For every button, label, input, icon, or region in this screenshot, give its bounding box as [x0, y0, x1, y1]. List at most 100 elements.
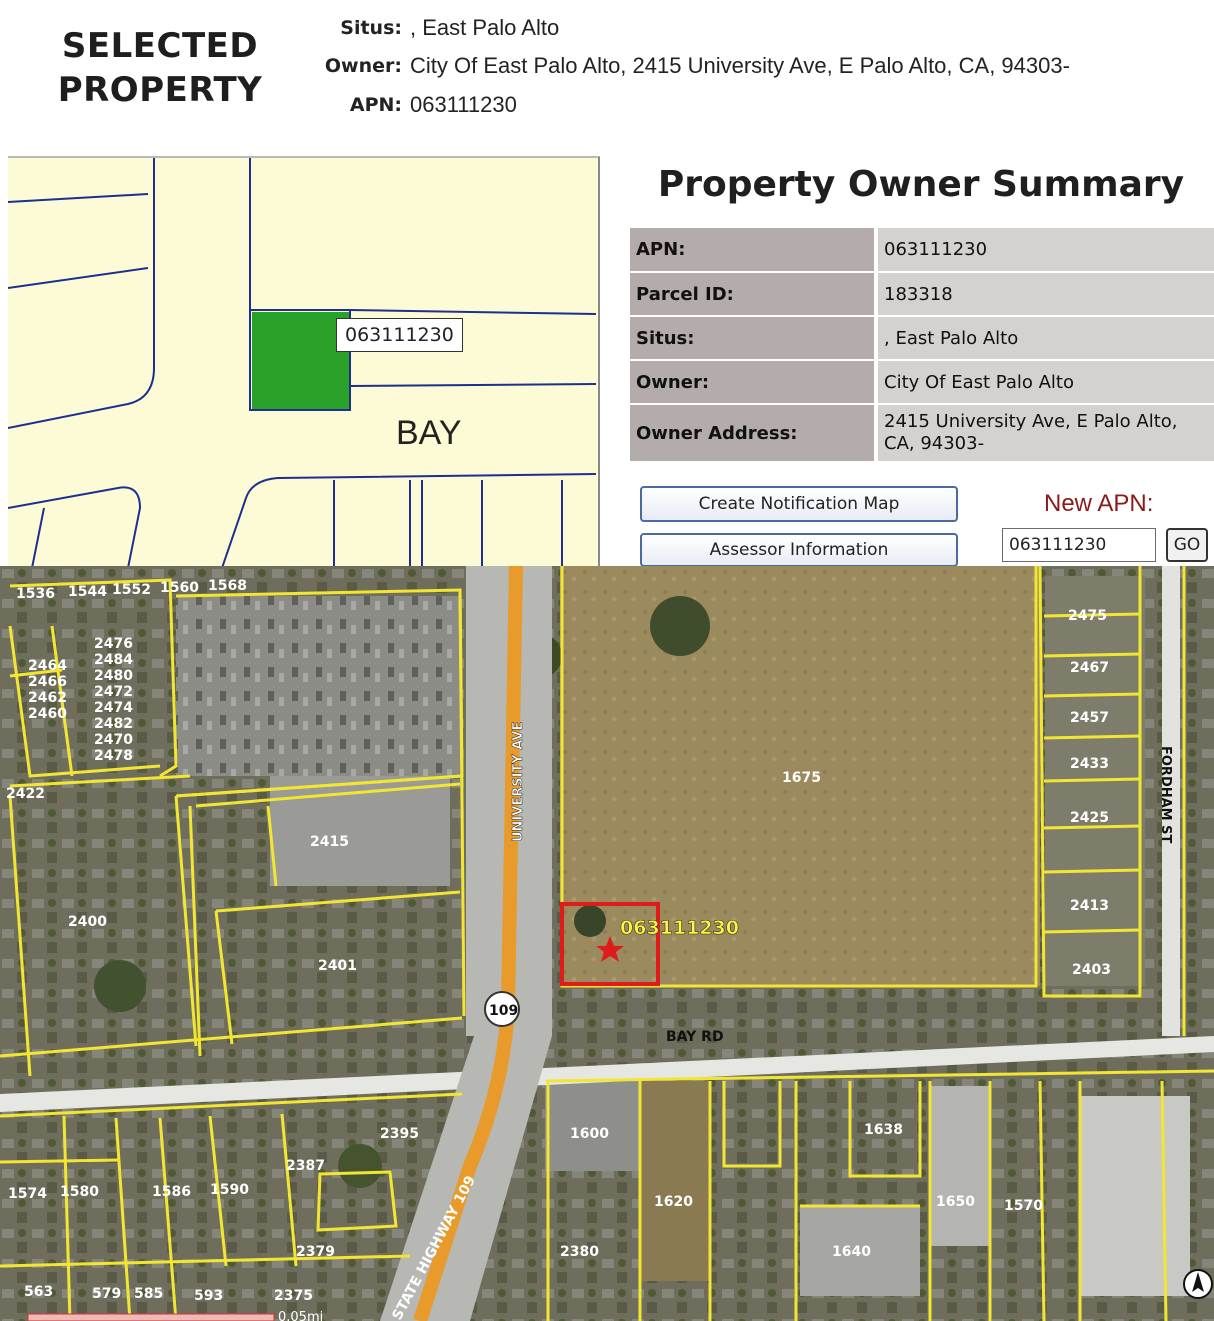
summary-label: APN: — [630, 228, 878, 273]
address-label: 2457 — [1070, 710, 1109, 726]
selected-parcel — [252, 312, 349, 409]
address-label: 2462 — [28, 690, 67, 706]
address-label: 2478 — [94, 748, 133, 764]
address-label: 2425 — [1070, 810, 1109, 826]
summary-title: Property Owner Summary — [657, 164, 1185, 205]
address-label: 1590 — [210, 1182, 249, 1198]
situs-value: , East Palo Alto — [410, 15, 560, 40]
summary-label: Owner Address: — [630, 404, 878, 463]
address-label: 2474 — [94, 700, 133, 716]
address-label: 2464 — [28, 658, 67, 674]
address-label: 593 — [194, 1288, 223, 1304]
summary-label: Parcel ID: — [630, 272, 878, 317]
address-label: 2433 — [1070, 756, 1109, 772]
summary-label: Situs: — [630, 316, 878, 361]
address-label: 2482 — [94, 716, 133, 732]
address-label: 2380 — [560, 1244, 599, 1260]
address-label: 1580 — [60, 1184, 99, 1200]
address-label: 1640 — [832, 1244, 871, 1260]
street-label-bay: BAY RD — [666, 1029, 724, 1045]
summary-value: 2415 University Ave, E Palo Alto, CA, 94… — [876, 404, 1214, 463]
apn-row: APN: 063111230 — [310, 91, 517, 119]
assessor-information-button[interactable]: Assessor Information — [640, 533, 958, 567]
selected-parcel-outline — [560, 902, 660, 986]
title-line-1: SELECTED — [61, 26, 259, 66]
address-label: 2470 — [94, 732, 133, 748]
address-label: 2375 — [274, 1288, 313, 1304]
situs-label: Situs: — [340, 17, 402, 39]
address-label: 2460 — [28, 706, 67, 722]
address-label: 579 — [92, 1286, 121, 1302]
address-label: 2401 — [318, 958, 357, 974]
address-label: 2422 — [6, 786, 45, 802]
address-label: 1600 — [570, 1126, 609, 1142]
scale-bar — [27, 1313, 275, 1321]
street-label-fordham: FORDHAM ST — [1158, 746, 1173, 843]
new-apn-input[interactable] — [1002, 528, 1156, 562]
selected-apn-label: 063111230 — [620, 917, 739, 939]
address-label: 1650 — [936, 1194, 975, 1210]
summary-table: APN: 063111230 Parcel ID: 183318 Situs: … — [630, 228, 1214, 463]
street-label-university: UNIVERSITY AVE — [511, 722, 526, 842]
address-label: 2476 — [94, 636, 133, 652]
go-button[interactable]: GO — [1166, 528, 1208, 562]
route-shield-icon — [484, 991, 520, 1027]
address-label: 2395 — [380, 1126, 419, 1142]
address-label: 2472 — [94, 684, 133, 700]
apn-value: 063111230 — [410, 92, 517, 117]
address-label: 2467 — [1070, 660, 1109, 676]
owner-label: Owner: — [324, 55, 402, 77]
address-label: 1536 — [16, 586, 55, 602]
new-apn-label: New APN: — [1044, 490, 1154, 517]
owner-value: City Of East Palo Alto, 2415 University … — [410, 53, 1070, 78]
aerial-map[interactable]: 1536 1544 1552 1560 1568 2476 2484 2480 … — [0, 566, 1214, 1321]
parcel-lines — [8, 158, 597, 566]
apn-callout: 063111230 — [336, 318, 463, 352]
summary-value: City Of East Palo Alto — [876, 360, 1214, 405]
scale-label: 0.05mi — [278, 1310, 323, 1321]
selected-star-icon — [596, 936, 624, 962]
summary-row-situs: Situs: , East Palo Alto — [630, 316, 1214, 361]
apn-label: APN: — [349, 94, 402, 116]
address-label: 1675 — [782, 770, 821, 786]
selected-property-title: SELECTED PROPERTY — [40, 24, 280, 112]
address-label: 1560 — [160, 580, 199, 596]
highway-label: STATE HIGHWAY 109 — [389, 1173, 479, 1321]
address-label: 585 — [134, 1286, 163, 1302]
address-label: 2466 — [28, 674, 67, 690]
address-label: 2413 — [1070, 898, 1109, 914]
address-label: 1586 — [152, 1184, 191, 1200]
summary-row-owner: Owner: City Of East Palo Alto — [630, 360, 1214, 405]
address-label: 1552 — [112, 582, 151, 598]
summary-label: Owner: — [630, 360, 878, 405]
parcel-sketch-map[interactable]: 063111230 BAY — [8, 156, 600, 566]
address-label: 2400 — [68, 914, 107, 930]
road-label-bay: BAY — [396, 414, 462, 452]
address-label: 2415 — [310, 834, 349, 850]
summary-value: , East Palo Alto — [876, 316, 1214, 361]
address-label: 2379 — [296, 1244, 335, 1260]
situs-row: Situs: , East Palo Alto — [310, 14, 559, 42]
address-label: 2475 — [1068, 608, 1107, 624]
address-label: 1570 — [1004, 1198, 1043, 1214]
address-label: 563 — [24, 1284, 53, 1300]
summary-row-owner-address: Owner Address: 2415 University Ave, E Pa… — [630, 404, 1214, 463]
aerial-map-canvas — [0, 566, 1214, 1321]
address-label: 1620 — [654, 1194, 693, 1210]
title-line-2: PROPERTY — [57, 70, 263, 110]
address-label: 1568 — [208, 578, 247, 594]
create-notification-map-button[interactable]: Create Notification Map — [640, 486, 958, 522]
address-label: 1544 — [68, 584, 107, 600]
address-label: 2403 — [1072, 962, 1111, 978]
owner-row: Owner: City Of East Palo Alto, 2415 Univ… — [310, 52, 1070, 80]
address-label: 2484 — [94, 652, 133, 668]
address-label: 2387 — [286, 1158, 325, 1174]
summary-row-apn: APN: 063111230 — [630, 228, 1214, 273]
address-label: 1638 — [864, 1122, 903, 1138]
address-label: 1574 — [8, 1186, 47, 1202]
route-shield-number: 109 — [489, 1003, 518, 1019]
aerial-map-labels: 1536 1544 1552 1560 1568 2476 2484 2480 … — [6, 578, 1173, 1321]
summary-row-parcel-id: Parcel ID: 183318 — [630, 272, 1214, 317]
summary-value: 063111230 — [876, 228, 1214, 273]
summary-value: 183318 — [876, 272, 1214, 317]
